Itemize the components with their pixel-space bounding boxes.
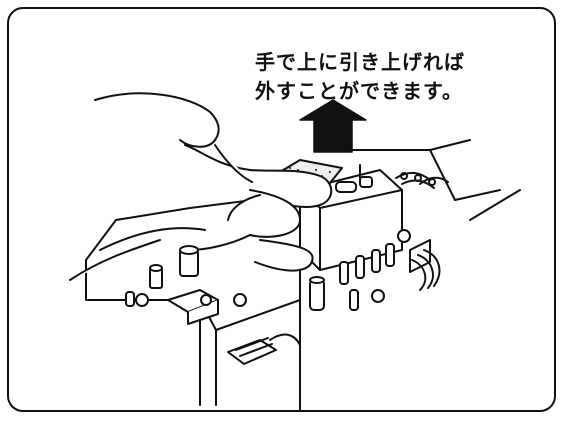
board-components: [125, 229, 431, 325]
capacitor-tall: [309, 279, 325, 311]
instruction-caption: 手で上に引き上げれば 外すことができます。: [255, 48, 525, 106]
component-round: [397, 229, 411, 243]
resistor-2: [355, 255, 365, 279]
resistor-4: [385, 243, 395, 267]
resistor-3: [371, 249, 381, 273]
caption-line-2: 外すことができます。: [255, 79, 463, 103]
wire-harness-right: [411, 249, 441, 291]
resistor-1: [339, 261, 349, 285]
wire-connector-right: [395, 172, 449, 189]
caption-line-1: 手で上に引き上げれば: [255, 50, 465, 74]
resistor: [125, 291, 135, 307]
wire-connector-bottom: [227, 333, 301, 365]
hand: [69, 92, 333, 281]
up-arrow-icon: [299, 99, 367, 153]
